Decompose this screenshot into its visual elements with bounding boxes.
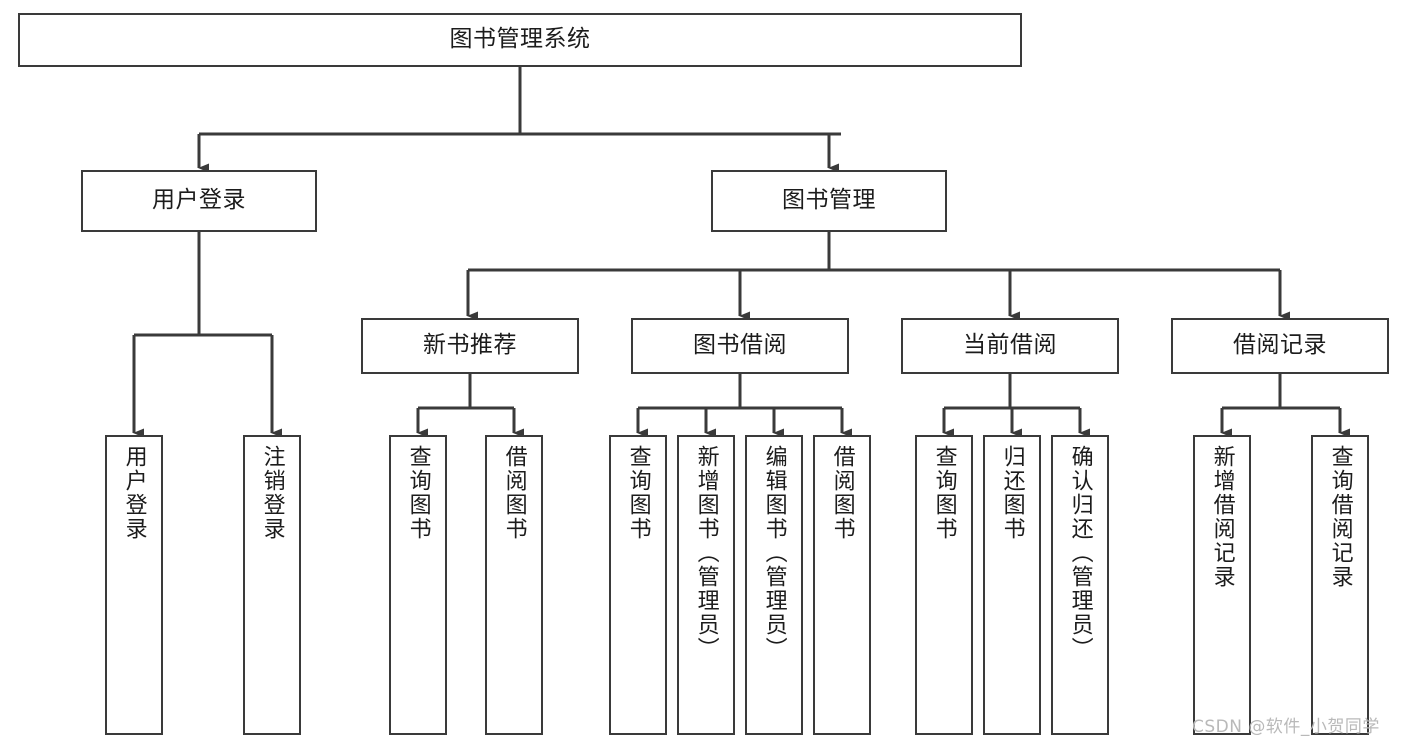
node-root-label: 图书管理系统: [449, 26, 591, 53]
node-leaf-add-borrow-record-label: 新增借阅记录: [1209, 445, 1235, 589]
node-leaf-user-login-label: 用户登录: [121, 445, 147, 541]
node-leaf-add-borrow-record[interactable]: 新增借阅记录: [1193, 435, 1251, 735]
node-leaf-query-book-bb-label: 查询图书: [625, 445, 651, 541]
node-leaf-add-book-label: 新增图书（管理员）: [693, 445, 719, 661]
node-leaf-query-book-cb-label: 查询图书: [931, 445, 957, 541]
node-leaf-query-book-nb[interactable]: 查询图书: [389, 435, 447, 735]
node-new-book-recommend-label: 新书推荐: [423, 332, 517, 359]
node-new-book-recommend[interactable]: 新书推荐: [361, 318, 579, 374]
node-leaf-query-book-cb[interactable]: 查询图书: [915, 435, 973, 735]
node-leaf-return-book[interactable]: 归还图书: [983, 435, 1041, 735]
node-book-management-label: 图书管理: [782, 187, 876, 214]
node-leaf-edit-book[interactable]: 编辑图书（管理员）: [745, 435, 803, 735]
node-leaf-confirm-return-label: 确认归还（管理员）: [1067, 445, 1093, 661]
node-leaf-borrow-book-nb[interactable]: 借阅图书: [485, 435, 543, 735]
node-leaf-return-book-label: 归还图书: [999, 445, 1025, 541]
node-leaf-query-book-nb-label: 查询图书: [405, 445, 431, 541]
node-leaf-borrow-book-nb-label: 借阅图书: [501, 445, 527, 541]
node-leaf-confirm-return[interactable]: 确认归还（管理员）: [1051, 435, 1109, 735]
node-current-borrow-label: 当前借阅: [963, 332, 1057, 359]
node-book-management[interactable]: 图书管理: [711, 170, 947, 232]
node-leaf-logout[interactable]: 注销登录: [243, 435, 301, 735]
node-leaf-query-book-bb[interactable]: 查询图书: [609, 435, 667, 735]
node-current-borrow[interactable]: 当前借阅: [901, 318, 1119, 374]
node-leaf-query-borrow-record-label: 查询借阅记录: [1327, 445, 1353, 589]
node-leaf-add-book[interactable]: 新增图书（管理员）: [677, 435, 735, 735]
node-borrow-records[interactable]: 借阅记录: [1171, 318, 1389, 374]
node-leaf-logout-label: 注销登录: [259, 445, 285, 541]
node-leaf-query-borrow-record[interactable]: 查询借阅记录: [1311, 435, 1369, 735]
node-leaf-borrow-book-bb[interactable]: 借阅图书: [813, 435, 871, 735]
node-user-login-label: 用户登录: [152, 187, 246, 214]
node-book-borrow[interactable]: 图书借阅: [631, 318, 849, 374]
node-user-login[interactable]: 用户登录: [81, 170, 317, 232]
node-borrow-records-label: 借阅记录: [1233, 332, 1327, 359]
node-book-borrow-label: 图书借阅: [693, 332, 787, 359]
node-leaf-borrow-book-bb-label: 借阅图书: [829, 445, 855, 541]
csdn-watermark: CSDN @软件_小贺同学: [1192, 717, 1380, 737]
node-leaf-user-login[interactable]: 用户登录: [105, 435, 163, 735]
node-root[interactable]: 图书管理系统: [18, 13, 1022, 67]
node-leaf-edit-book-label: 编辑图书（管理员）: [761, 445, 787, 661]
